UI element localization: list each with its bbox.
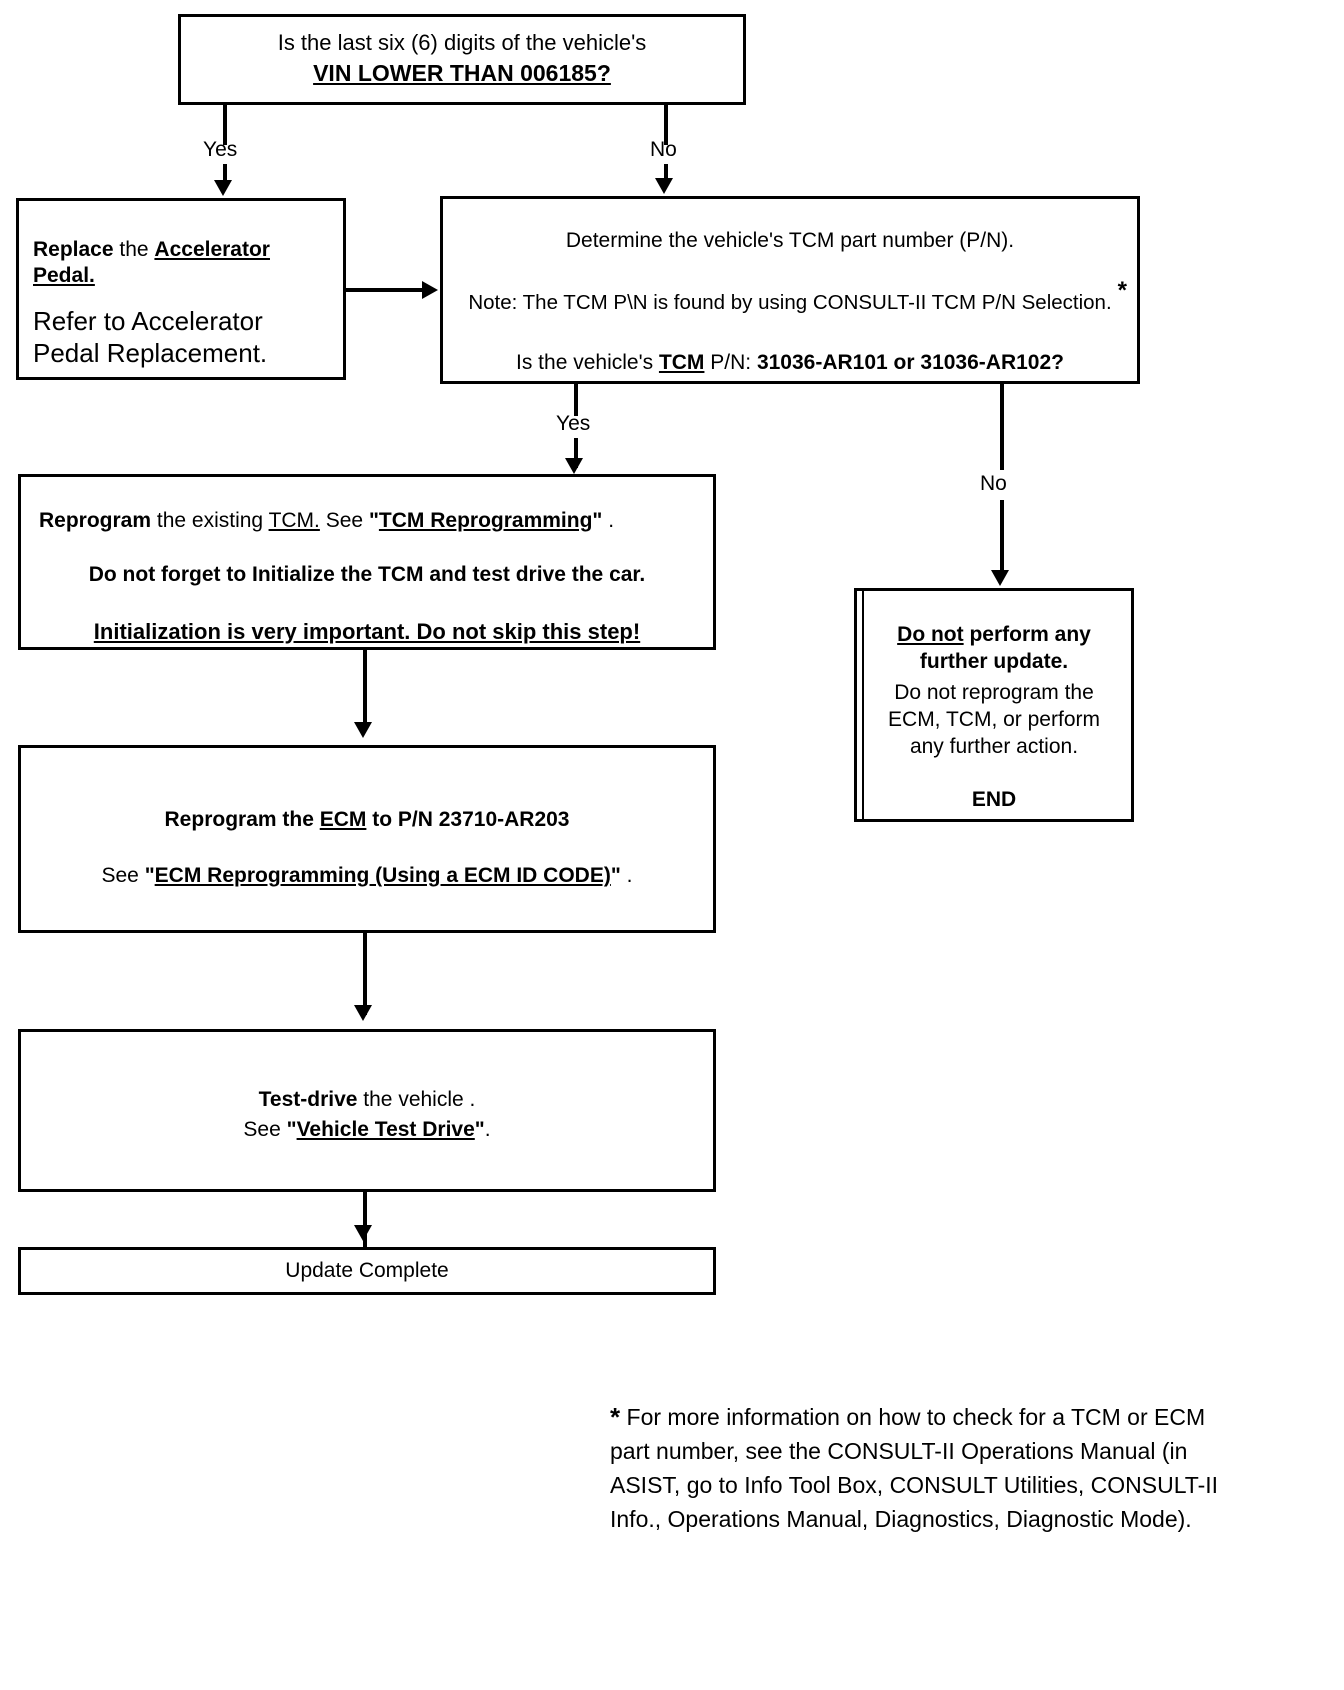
tcm-pn-q-c: or xyxy=(887,351,921,374)
edge-testdrive-to-complete-arrowhead xyxy=(354,1225,372,1241)
edge-vin-yes-line-top xyxy=(223,105,227,145)
link-ecm-reprogramming[interactable]: ECM Reprogramming (Using a ECM ID CODE) xyxy=(154,864,611,887)
edge-tcm-no-line-bottom xyxy=(1000,500,1004,572)
replace-pedal-line2: Refer to Accelerator Pedal Replacement. xyxy=(33,306,268,368)
reprogram-ecm-line1: Reprogram the ECM to P/N 23710-AR203 xyxy=(39,808,695,832)
vin-check-line2: VIN LOWER THAN 006185? xyxy=(313,59,611,86)
node-determine-tcm-part-number: Determine the vehicle's TCM part number … xyxy=(440,196,1140,384)
edge-tcm-yes-line-bottom xyxy=(574,438,578,468)
reprogram-tcm-quote-close: " xyxy=(592,509,603,532)
no-further-update-line2: update. xyxy=(993,650,1069,673)
edge-vin-yes-line-bottom xyxy=(223,164,227,184)
no-further-update-line1-rest: perform any further xyxy=(919,623,1091,673)
node-replace-accelerator-pedal: Replace the Accelerator Pedal. Refer to … xyxy=(16,198,346,380)
vin-check-line1: Is the last six (6) digits of the vehicl… xyxy=(277,29,647,55)
test-drive-quote-close: " xyxy=(474,1118,485,1141)
node-vin-check: Is the last six (6) digits of the vehicl… xyxy=(178,14,746,105)
reprogram-ecm-bold: Reprogram xyxy=(164,808,277,831)
tcm-pn-q-d: ? xyxy=(1051,351,1064,374)
edge-label-vin-yes: Yes xyxy=(203,138,238,161)
tcm-pn-footnote-marker: * xyxy=(1117,277,1127,304)
node-no-further-update: Do not perform any further update. Do no… xyxy=(854,588,1134,822)
tcm-pn-q-tcm: TCM xyxy=(658,351,705,374)
edge-label-tcm-yes: Yes xyxy=(556,412,591,435)
test-drive-line1: Test-drive the vehicle . xyxy=(39,1088,695,1112)
tcm-pn-q-pn1: 31036-AR101 xyxy=(756,351,888,374)
node-reprogram-tcm: Reprogram the existing TCM. See "TCM Rep… xyxy=(18,474,716,650)
reprogram-ecm-b: to P/N 23710-AR203 xyxy=(366,808,570,831)
reprogram-ecm-quote-open: " xyxy=(144,864,155,887)
edge-tcm-yes-line-top xyxy=(574,384,578,416)
reprogram-tcm-c: . xyxy=(602,509,615,532)
tcm-pn-q-pn2: 31036-AR102 xyxy=(920,351,1052,374)
test-drive-a: the vehicle . xyxy=(357,1088,476,1111)
edge-tcm-no-line-top xyxy=(1000,384,1004,470)
edge-pedal-to-tcm-line xyxy=(346,288,424,292)
node-test-drive: Test-drive the vehicle . See "Vehicle Te… xyxy=(18,1029,716,1192)
reprogram-ecm-tail: . xyxy=(620,864,633,887)
reprogram-tcm-line1: Reprogram the existing TCM. See "TCM Rep… xyxy=(39,509,695,533)
edge-label-vin-no: No xyxy=(650,138,677,161)
reprogram-ecm-line2: See "ECM Reprogramming (Using a ECM ID C… xyxy=(39,864,695,888)
edge-vin-no-arrowhead xyxy=(655,178,673,194)
tcm-pn-q-b: P/N: xyxy=(704,351,757,374)
no-further-update-line3: Do not reprogram the ECM, TCM, or perfor… xyxy=(888,681,1100,758)
edge-ecm-to-testdrive-arrowhead xyxy=(354,1005,372,1021)
reprogram-ecm-quote-close: " xyxy=(610,864,621,887)
edge-tcm-yes-arrowhead xyxy=(565,458,583,474)
edge-tcm-to-ecm-line xyxy=(363,650,367,730)
no-further-update-line1: Do not perform any further update. xyxy=(869,621,1119,675)
edge-pedal-to-tcm-arrowhead xyxy=(422,281,438,299)
test-drive-tail: . xyxy=(484,1118,491,1141)
footnote: * For more information on how to check f… xyxy=(610,1400,1250,1536)
end-label: END xyxy=(971,788,1017,811)
edge-vin-no-line-top xyxy=(664,105,668,145)
edge-ecm-to-testdrive-line xyxy=(363,933,367,1015)
test-drive-line2: See "Vehicle Test Drive". xyxy=(39,1118,695,1142)
tcm-pn-note-line: Note: The TCM P\N is found by using CONS… xyxy=(457,277,1127,315)
footnote-marker: * xyxy=(610,1402,621,1432)
test-drive-see: See xyxy=(243,1118,287,1141)
test-drive-bold: Test-drive xyxy=(258,1088,358,1111)
node-reprogram-ecm: Reprogram the ECM to P/N 23710-AR203 See… xyxy=(18,745,716,933)
reprogram-tcm-bold: Reprogram xyxy=(39,509,152,532)
tcm-pn-question-line: Is the vehicle's TCM P/N: 31036-AR101 or… xyxy=(457,351,1123,375)
reprogram-tcm-quote-open: " xyxy=(368,509,379,532)
tcm-pn-note-text: Note: The TCM P\N is found by using CONS… xyxy=(468,291,1112,314)
edge-vin-no-line-bottom xyxy=(664,164,668,184)
replace-pedal-line1: Replace the Accelerator Pedal. xyxy=(33,237,329,289)
no-further-update-do-not: Do not xyxy=(897,623,964,646)
link-tcm-reprogramming[interactable]: TCM Reprogramming xyxy=(378,509,593,532)
edge-tcm-no-arrowhead xyxy=(991,570,1009,586)
footnote-text: For more information on how to check for… xyxy=(610,1404,1219,1532)
replace-pedal-underlined: Accelerator Pedal. xyxy=(33,238,270,287)
reprogram-tcm-line3: Initialization is very important. Do not… xyxy=(93,619,641,644)
edge-label-tcm-no: No xyxy=(980,472,1007,495)
reprogram-ecm-a: the xyxy=(276,808,320,831)
edge-testdrive-to-complete-line xyxy=(363,1192,367,1252)
tcm-pn-q-a: Is the vehicle's xyxy=(516,351,659,374)
reprogram-ecm-see: See xyxy=(101,864,145,887)
reprogram-tcm-line2: Do not forget to Initialize the TCM and … xyxy=(88,563,646,586)
tcm-pn-line1: Determine the vehicle's TCM part number … xyxy=(565,229,1015,252)
link-vehicle-test-drive[interactable]: Vehicle Test Drive xyxy=(296,1118,475,1141)
reprogram-ecm-ecm: ECM xyxy=(319,808,367,831)
edge-tcm-to-ecm-arrowhead xyxy=(354,722,372,738)
test-drive-quote-open: " xyxy=(286,1118,297,1141)
reprogram-tcm-b: See xyxy=(319,509,369,532)
edge-vin-yes-arrowhead xyxy=(214,180,232,196)
node-update-complete: Update Complete xyxy=(18,1247,716,1295)
replace-pedal-mid: the xyxy=(113,238,155,261)
reprogram-tcm-a: the existing xyxy=(151,509,269,532)
reprogram-tcm-tcm: TCM. xyxy=(268,509,320,532)
update-complete-text: Update Complete xyxy=(285,1259,449,1282)
replace-pedal-bold: Replace xyxy=(33,238,114,261)
